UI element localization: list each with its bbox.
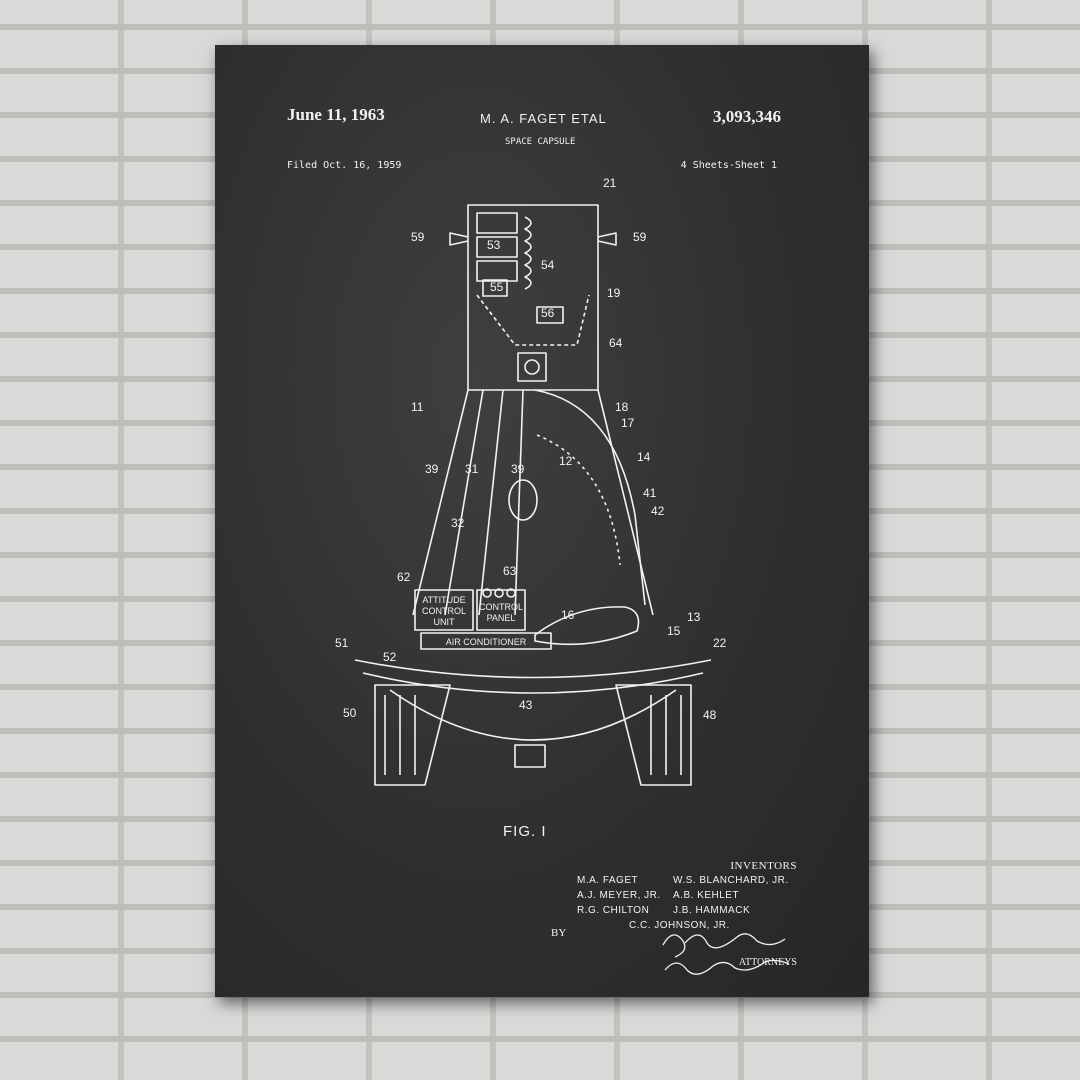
ref-39: 39 [511, 462, 525, 476]
attitude-control-box [414, 589, 474, 631]
inventors-heading: INVENTORS [730, 860, 797, 872]
cone-outline [412, 389, 654, 616]
inventor-name: M.A. FAGET [577, 875, 639, 886]
ref-18: 18 [615, 400, 629, 414]
antenna-section [467, 204, 599, 391]
astronaut-couch [534, 606, 640, 646]
control-line-1: CONTROL [479, 602, 523, 612]
figure-label: FIG. I [503, 823, 547, 840]
inventor-name: A.B. KEHLET [673, 890, 740, 901]
coil-54 [524, 216, 532, 290]
attorneys-label: ATTORNEYS [738, 957, 797, 968]
ref-31: 31 [465, 462, 479, 476]
inventor-name: A.J. MEYER, JR. [577, 890, 661, 901]
inventor-name: J.B. HAMMACK [673, 905, 751, 916]
ref-55: 55 [490, 280, 504, 294]
attorney-signature [662, 933, 790, 975]
ref-22: 22 [713, 636, 727, 650]
filed-date: Filed Oct. 16, 1959 [287, 160, 402, 171]
attitude-line-1: ATTITUDE [422, 595, 465, 605]
crew-compartment [534, 389, 646, 606]
inventor-name: C.C. JOHNSON, JR. [629, 920, 730, 931]
ref-32: 32 [451, 516, 465, 530]
patent-title: SPACE CAPSULE [505, 137, 576, 147]
box-55 [482, 279, 508, 297]
window-39 [508, 479, 538, 521]
ref-50: 50 [343, 706, 357, 720]
sheet-count: 4 Sheets-Sheet 1 [680, 160, 777, 171]
ref-19: 19 [607, 286, 621, 300]
ref-62: 62 [397, 570, 411, 584]
air-conditioner-box [420, 632, 552, 650]
patent-poster: June 11, 1963 M. A. FAGET ETAL 3,093,346… [215, 45, 869, 997]
ref-42: 42 [651, 504, 665, 518]
coil-53 [476, 212, 518, 282]
retro-pack-right [615, 684, 692, 786]
ref-63: 63 [503, 564, 517, 578]
ref-41: 41 [643, 486, 657, 500]
ref-12: 12 [559, 454, 573, 468]
ref-48: 48 [703, 708, 717, 722]
attitude-line-3: UNIT [434, 617, 455, 627]
shield-rim [354, 659, 712, 679]
control-line-2: PANEL [487, 613, 516, 623]
attitude-line-2: CONTROL [422, 606, 466, 616]
air-conditioner-label: AIR CONDITIONER [446, 637, 527, 647]
ref-21: 21 [603, 176, 617, 190]
ref-54: 54 [541, 258, 555, 272]
capsule-drawing: ATTITUDE CONTROL UNIT CONTROL PANEL AIR … [335, 176, 727, 786]
ref-52: 52 [383, 650, 397, 664]
nozzle-right [597, 232, 617, 246]
inventor-name: W.S. BLANCHARD, JR. [673, 875, 789, 886]
ref-53: 53 [487, 238, 501, 252]
ref-17: 17 [621, 416, 635, 430]
by-label: BY [551, 927, 567, 939]
inventor-header: M. A. FAGET ETAL [480, 111, 607, 126]
nozzle-bottom [514, 744, 546, 768]
patent-number: 3,093,346 [713, 107, 781, 126]
nozzle-left [449, 232, 469, 246]
ref-16: 16 [561, 608, 575, 622]
ref-43: 43 [519, 698, 533, 712]
heat-shield-43 [389, 689, 677, 741]
camera-64 [517, 352, 547, 382]
box-56 [536, 306, 564, 324]
ref-13: 13 [687, 610, 701, 624]
patent-date: June 11, 1963 [287, 105, 385, 124]
ref-11: 11 [411, 400, 424, 414]
retro-pack-left [374, 684, 451, 786]
ref-56: 56 [541, 306, 555, 320]
ref-39: 39 [425, 462, 439, 476]
ref-51: 51 [335, 636, 349, 650]
reference-numerals: 21 59 59 53 54 55 56 19 64 11 18 17 12 14 39 31 39 41 42 32… [335, 176, 727, 722]
inventor-name: R.G. CHILTON [577, 905, 650, 916]
ref-15: 15 [667, 624, 681, 638]
ref-14: 14 [637, 450, 651, 464]
ref-64: 64 [609, 336, 623, 350]
ref-59: 59 [633, 230, 647, 244]
ref-59: 59 [411, 230, 425, 244]
